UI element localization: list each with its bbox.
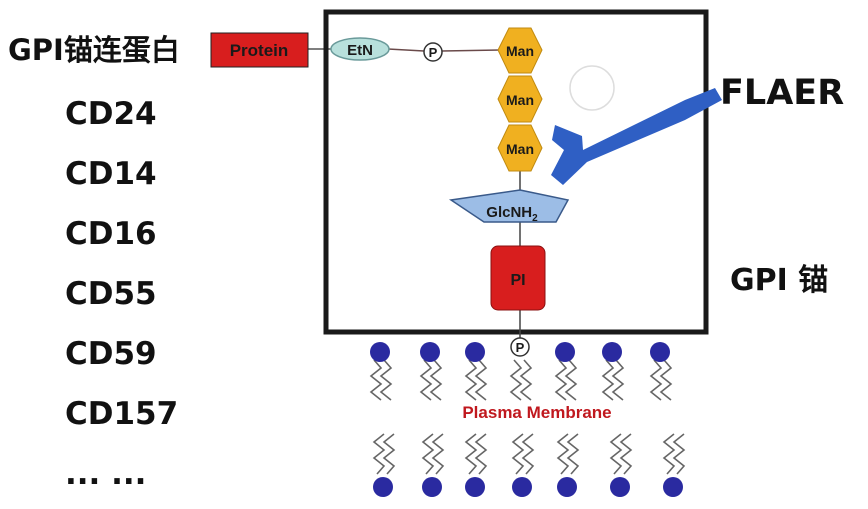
man-label: Man <box>506 141 534 157</box>
lipid-tail <box>521 433 535 475</box>
lipid-tail <box>421 433 435 475</box>
lipid-tail <box>372 433 386 475</box>
plasma-membrane <box>369 342 686 497</box>
gpi-anchor-frame <box>323 9 709 335</box>
lipid-head <box>602 342 622 362</box>
pi-label: PI <box>510 272 525 289</box>
lipid-tail <box>431 433 445 475</box>
lipid-tail <box>429 359 443 401</box>
lipid-tail <box>659 359 673 401</box>
lipid-tail <box>511 433 525 475</box>
lipid-head <box>555 342 575 362</box>
lipid-tail <box>474 433 488 475</box>
lipid-head <box>663 477 683 497</box>
lipid-head <box>557 477 577 497</box>
lipid-tail <box>509 359 523 401</box>
etn-label: EtN <box>347 42 373 59</box>
lipid-head <box>650 342 670 362</box>
flaer-label: FLAER <box>720 73 844 113</box>
marker-item: CD16 <box>65 216 157 252</box>
watermark-seal <box>569 65 615 111</box>
lipid-head <box>465 342 485 362</box>
lipid-tail <box>672 433 686 475</box>
lipid-tail <box>619 433 633 475</box>
gpi-anchor-label: GPI 锚 <box>730 263 828 298</box>
lipid-head <box>370 342 390 362</box>
lipid-tail <box>601 359 615 401</box>
lipid-tail <box>649 359 663 401</box>
glcnh2-label: GlcNH2 <box>486 204 538 224</box>
lipid-tail <box>662 433 676 475</box>
marker-item: CD24 <box>65 96 157 132</box>
lipid-head <box>512 477 532 497</box>
marker-item: CD14 <box>65 156 157 192</box>
mannose-chain: Man Man Man <box>497 27 543 172</box>
protein-box <box>210 32 309 68</box>
lipid-tail <box>566 433 580 475</box>
pi-box <box>490 245 546 311</box>
marker-item: CD55 <box>65 276 157 312</box>
phosphate-label: P <box>429 45 438 60</box>
lipid-tail <box>464 433 478 475</box>
lipid-tail <box>519 359 533 401</box>
marker-list: CD24 CD14 CD16 CD55 CD59 CD157 ... ... <box>65 96 178 492</box>
etn-ellipse <box>330 37 390 61</box>
flaer-probe <box>551 88 722 185</box>
membrane-label: Plasma Membrane <box>462 403 611 422</box>
lipid-head <box>465 477 485 497</box>
membrane-phosphate-label: P <box>516 340 525 355</box>
marker-item: ... ... <box>65 456 146 492</box>
lipid-tail <box>474 359 488 401</box>
lipid-tail <box>379 359 393 401</box>
lipid-head <box>422 477 442 497</box>
membrane-phosphate-circle <box>510 337 530 357</box>
man-label: Man <box>506 92 534 108</box>
lipid-tail <box>564 359 578 401</box>
lipid-tail <box>556 433 570 475</box>
lipid-tail <box>554 359 568 401</box>
lipid-tail <box>382 433 396 475</box>
protein-label: Protein <box>230 41 289 60</box>
lipid-head <box>610 477 630 497</box>
lipid-head <box>373 477 393 497</box>
marker-item: CD59 <box>65 336 157 372</box>
glcnh2-pentagon <box>448 189 570 223</box>
lipid-tail <box>419 359 433 401</box>
man-label: Man <box>506 43 534 59</box>
phosphate-circle <box>423 42 443 62</box>
lipid-tail <box>369 359 383 401</box>
lipid-tail <box>609 433 623 475</box>
marker-item: CD157 <box>65 396 178 432</box>
left-title: GPI锚连蛋白 <box>8 33 180 67</box>
lipid-tail <box>611 359 625 401</box>
lipid-head <box>420 342 440 362</box>
lipid-tail <box>464 359 478 401</box>
